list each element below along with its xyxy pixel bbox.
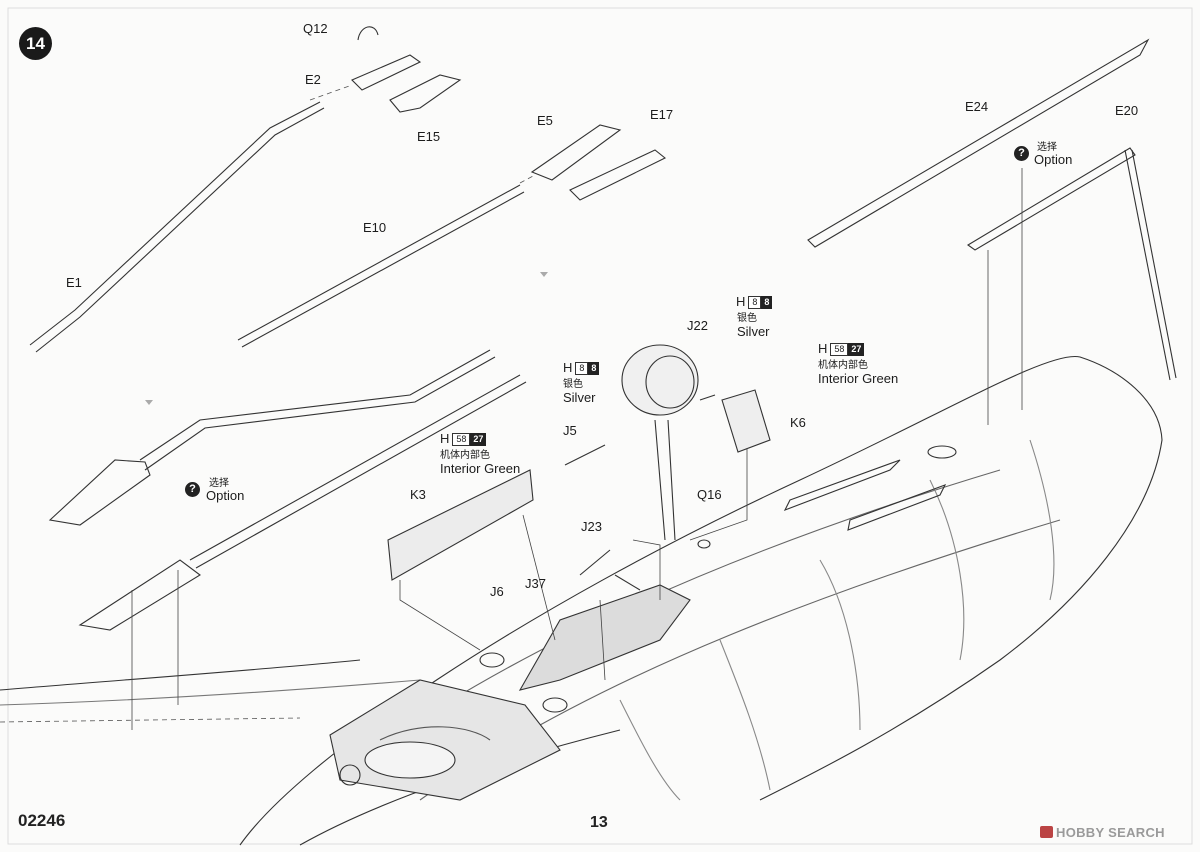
page-number: 13 [590, 814, 608, 831]
part-label-q16: Q16 [697, 487, 722, 502]
paint-name-cn: 机体内部色 [440, 450, 490, 461]
paint-brand-letter: H [563, 360, 573, 375]
option-text-cn: 选择 [1037, 142, 1057, 153]
paint-callout-silver-j5: H 8 8 [563, 360, 600, 375]
watermark-text: HOBBY SEARCH [1056, 825, 1165, 840]
paint-callout-green-k6: H 58 27 [818, 341, 865, 356]
part-label-e15: E15 [417, 129, 441, 144]
part-label-e20: E20 [1115, 103, 1139, 118]
paint-code-box-dark: 8 [761, 295, 773, 309]
part-label-j5: J5 [563, 423, 577, 438]
part-label-j22: J22 [687, 318, 708, 333]
question-mark-icon: ? [185, 482, 200, 498]
option-marker-e24: ? [1014, 146, 1029, 162]
paint-name-en: Silver [737, 324, 770, 339]
paint-name-cn: 银色 [737, 313, 757, 324]
part-label-j6: J6 [490, 584, 504, 599]
paint-code-box-dark: 27 [848, 342, 865, 356]
part-label-e5: E5 [537, 113, 553, 128]
step-number-badge: 14 [19, 27, 52, 60]
kit-number: 02246 [18, 811, 66, 830]
part-label-k6: K6 [790, 415, 806, 430]
paint-brand-letter: H [440, 431, 450, 446]
part-label-e2: E2 [305, 72, 321, 87]
part-label-k3: K3 [410, 487, 426, 502]
hobby-search-logo-icon [1040, 826, 1053, 838]
part-label-e1: E1 [66, 275, 82, 290]
paint-code-box: 8 [748, 295, 762, 309]
question-mark-icon: ? [1014, 146, 1029, 162]
part-label-q12: Q12 [303, 21, 328, 36]
option-marker-tank: ? [185, 482, 200, 498]
option-text-en: Option [1034, 152, 1073, 167]
part-label-e10: E10 [363, 220, 387, 235]
option-text-cn: 选择 [209, 478, 229, 489]
paint-brand-letter: H [818, 341, 828, 356]
paint-name-en: Interior Green [440, 461, 521, 476]
paint-brand-letter: H [736, 294, 746, 309]
paint-callout-silver-j22: H 8 8 [736, 294, 773, 309]
option-text-en: Option [206, 488, 245, 503]
paint-name-cn: 机体内部色 [818, 360, 868, 371]
paint-code-box: 58 [452, 432, 471, 446]
paint-code-box-dark: 8 [588, 361, 600, 375]
paint-code-box-dark: 27 [470, 432, 487, 446]
watermark: HOBBY SEARCH [1040, 825, 1165, 840]
paint-name-en: Interior Green [818, 371, 899, 386]
paint-code-box: 58 [830, 342, 849, 356]
paint-name-en: Silver [563, 390, 596, 405]
part-label-j37: J37 [525, 576, 546, 591]
paint-code-box: 8 [575, 361, 589, 375]
part-label-e24: E24 [965, 99, 989, 114]
part-label-e17: E17 [650, 107, 674, 122]
part-label-j23: J23 [581, 519, 602, 534]
paint-callout-green-k3: H 58 27 [440, 431, 487, 446]
paint-name-cn: 银色 [563, 379, 583, 390]
